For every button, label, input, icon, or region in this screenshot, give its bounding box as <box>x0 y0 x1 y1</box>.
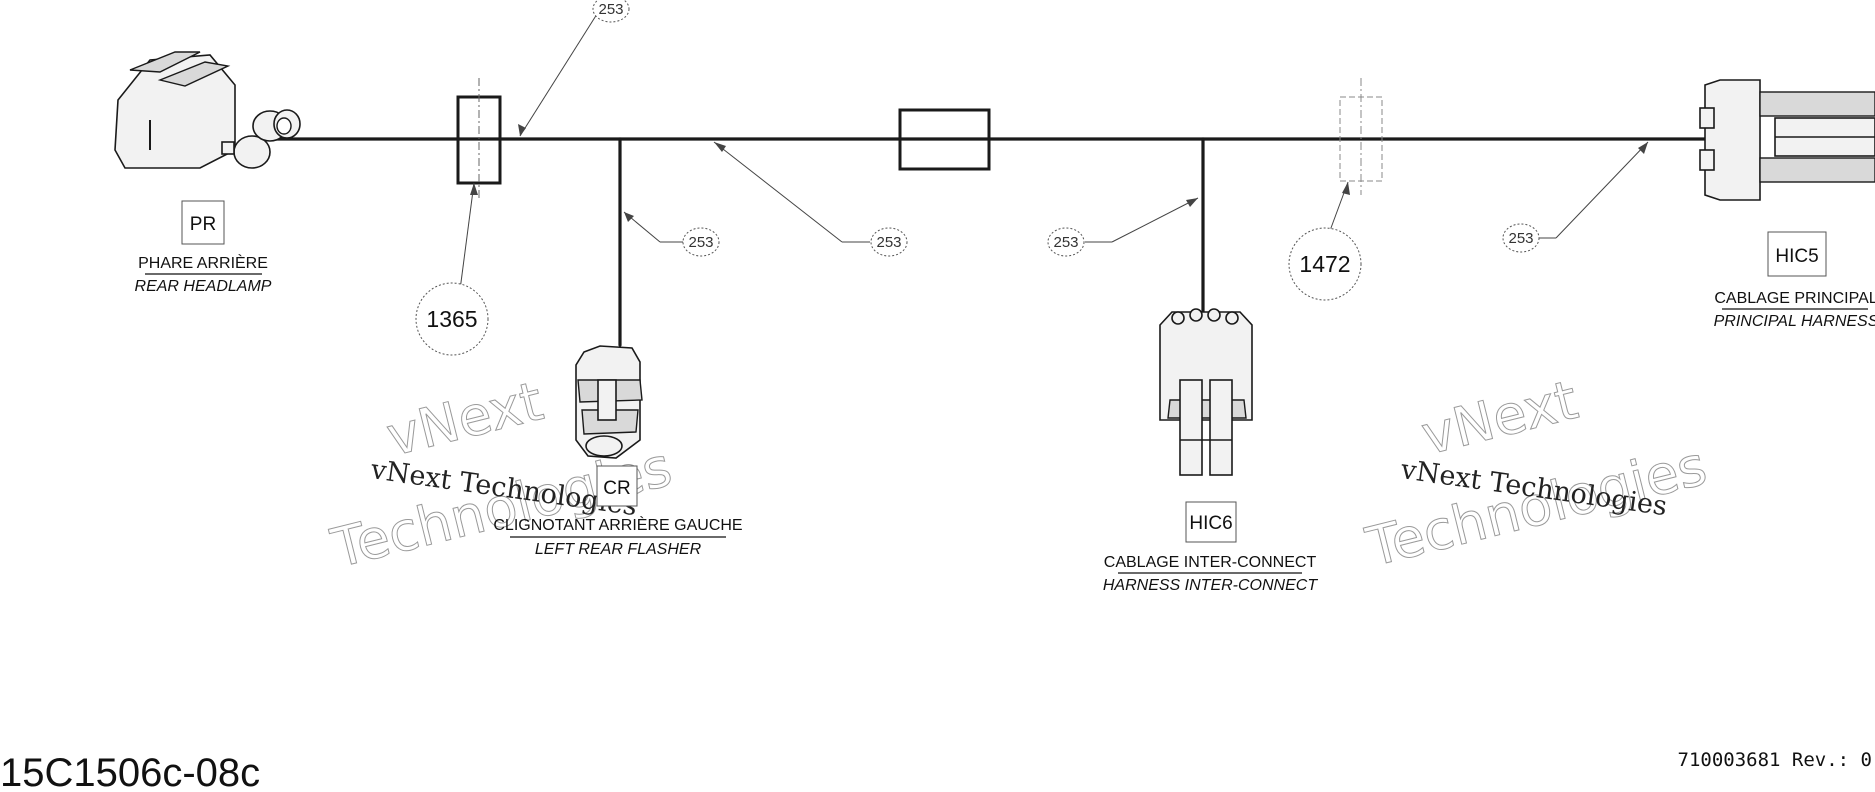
callout-253-flasher: 253 <box>682 227 720 257</box>
callout-253-right: 253 <box>1502 223 1540 253</box>
rear-headlamp-tag: PR <box>190 214 216 235</box>
harness-sleeve <box>898 108 991 171</box>
callout-253-interconnect-label: 253 <box>1053 234 1078 251</box>
left-rear-flasher-label-en: LEFT REAR FLASHER <box>535 541 702 558</box>
harness-interconnect-label-en: HARNESS INTER-CONNECT <box>1103 577 1318 594</box>
left-rear-flasher-tag: CR <box>603 478 630 499</box>
principal-harness-label: HIC5 CABLAGE PRINCIPAL PRINCIPAL HARNESS <box>1714 231 1875 330</box>
harness-interconnect-label-fr: CABLAGE INTER-CONNECT <box>1104 554 1317 571</box>
leader-lines <box>459 13 1649 291</box>
callout-253-top-label: 253 <box>598 1 623 18</box>
rear-headlamp-connector-icon <box>114 51 301 169</box>
callout-1472: 1472 <box>1288 227 1362 301</box>
watermark-outline-3: vNext <box>1415 368 1583 467</box>
watermark-outline-1: vNext <box>381 369 549 468</box>
principal-harness-connector-icon <box>1699 79 1875 201</box>
callout-1472-label: 1472 <box>1299 251 1350 277</box>
harness-interconnect-connector-icon <box>1159 308 1253 476</box>
callout-1365: 1365 <box>415 282 489 356</box>
principal-harness-tag: HIC5 <box>1775 246 1818 267</box>
callout-253-middle: 253 <box>870 227 908 257</box>
left-rear-flasher-label: CR CLIGNOTANT ARRIÈRE GAUCHE LEFT REAR F… <box>493 465 743 558</box>
rear-headlamp-label: PR PHARE ARRIÈRE REAR HEADLAMP <box>135 200 272 295</box>
principal-harness-label-fr: CABLAGE PRINCIPAL <box>1714 290 1875 307</box>
rear-headlamp-label-fr: PHARE ARRIÈRE <box>138 253 268 272</box>
callout-1365-label: 1365 <box>426 306 477 332</box>
callout-253-interconnect: 253 <box>1047 227 1085 257</box>
left-rear-flasher-label-fr: CLIGNOTANT ARRIÈRE GAUCHE <box>493 515 742 534</box>
callout-253-top: 253 <box>592 0 630 23</box>
harness-interconnect-tag: HIC6 <box>1189 513 1232 534</box>
callout-253-middle-label: 253 <box>876 234 901 251</box>
principal-harness-label-en: PRINCIPAL HARNESS <box>1714 313 1875 330</box>
harness-interconnect-label: HIC6 CABLAGE INTER-CONNECT HARNESS INTER… <box>1103 501 1318 594</box>
callout-253-flasher-label: 253 <box>688 234 713 251</box>
rear-headlamp-label-en: REAR HEADLAMP <box>135 278 272 295</box>
callout-253-right-label: 253 <box>1508 230 1533 247</box>
part-number: 710003681 Rev.: 0 <box>1678 749 1872 771</box>
drawing-code: 15C1506c-08c <box>0 751 260 792</box>
watermark-right: vNext Technologies <box>1359 368 1713 580</box>
left-rear-flasher-connector-icon <box>575 345 643 459</box>
